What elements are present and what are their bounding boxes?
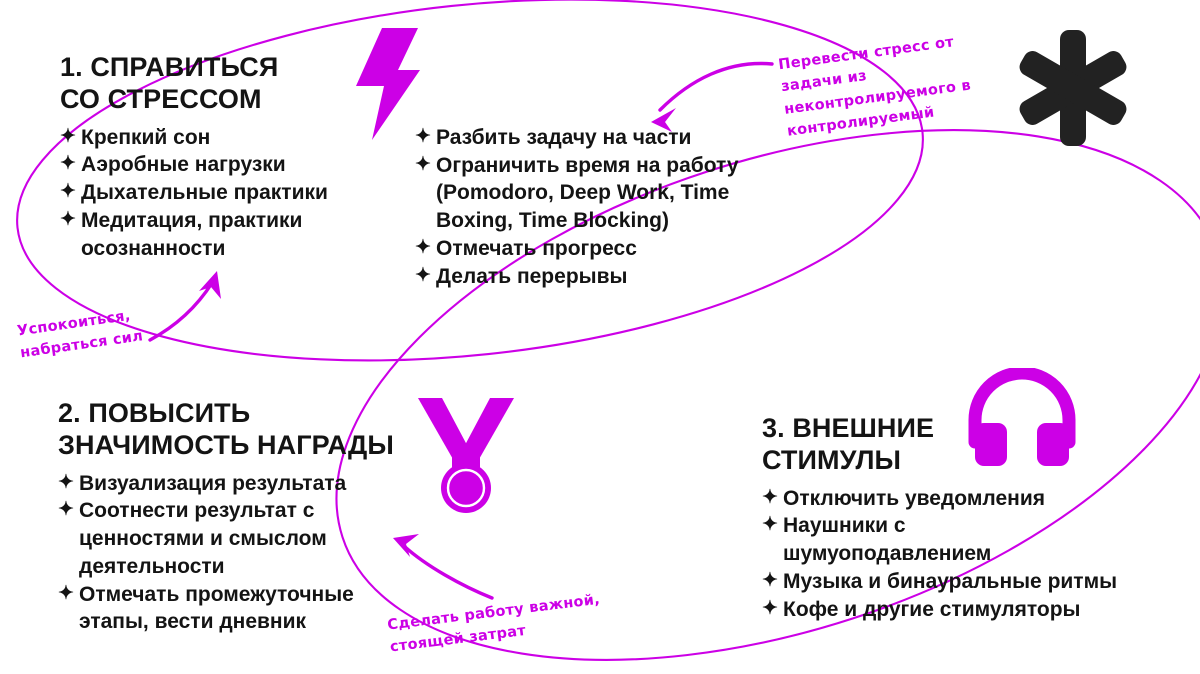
- sparkle-bullet-icon: ✦: [762, 597, 778, 619]
- list-item-label: Отмечать прогресс: [436, 236, 637, 260]
- section-2-bullet-list: ✦ Визуализация результата ✦ Соотнести ре…: [58, 470, 448, 636]
- section-external-stimuli: 3. ВНЕШНИЕ СТИМУЛЫ ✦ Отключить уведомлен…: [762, 413, 1162, 623]
- list-item: ✦ Медитация, практики осознанности: [60, 207, 380, 262]
- arrow-to-task-split: [651, 61, 774, 132]
- sparkle-bullet-icon: ✦: [415, 153, 431, 175]
- annotation-control-stress: Перевести стресс от задачи из неконтроли…: [777, 34, 972, 141]
- sparkle-bullet-icon: ✦: [58, 582, 74, 604]
- list-item-label: Разбить задачу на части: [436, 126, 692, 149]
- list-item: ✦ Крепкий сон: [60, 124, 380, 152]
- list-item: ✦ Наушники с шумуоподавлением: [762, 512, 1162, 567]
- sparkle-bullet-icon: ✦: [58, 499, 74, 521]
- sparkle-bullet-icon: ✦: [60, 153, 76, 175]
- sparkle-bullet-icon: ✦: [415, 236, 431, 258]
- section-1b-bullet-list: ✦ Разбить задачу на части ✦ Ограничить в…: [415, 124, 765, 290]
- list-item-label: Ограничить время на работу (Pomodoro, De…: [436, 153, 739, 233]
- sparkle-bullet-icon: ✦: [415, 264, 431, 286]
- list-item-label: Дыхательные практики: [81, 181, 328, 205]
- list-item-label: Наушники с шумуоподавлением: [783, 514, 992, 566]
- list-item: ✦ Музыка и бинауральные ритмы: [762, 568, 1162, 596]
- sparkle-bullet-icon: ✦: [762, 569, 778, 591]
- list-item-label: Крепкий сон: [81, 125, 211, 149]
- sparkle-bullet-icon: ✦: [60, 181, 76, 203]
- list-item-label: Визуализация результата: [79, 471, 347, 495]
- list-item: ✦ Визуализация результата: [58, 470, 448, 498]
- section-1-title: 1. СПРАВИТЬСЯ СО СТРЕССОМ: [60, 52, 279, 114]
- sparkle-bullet-icon: ✦: [60, 208, 76, 230]
- annotation-calm-down: Успокоиться, набраться сил: [16, 307, 145, 362]
- section-3-title: 3. ВНЕШНИЕ СТИМУЛЫ: [762, 413, 935, 475]
- section-3-bullet-list: ✦ Отключить уведомления ✦ Наушники с шум…: [762, 485, 1162, 624]
- sparkle-bullet-icon: ✦: [58, 471, 74, 493]
- list-item-label: Соотнести результат с ценностями и смысл…: [79, 499, 327, 578]
- sparkle-bullet-icon: ✦: [415, 126, 431, 147]
- section-manage-stress: 1. СПРАВИТЬСЯ СО СТРЕССОМ ✦ Крепкий сон …: [60, 52, 380, 262]
- list-item: ✦ Соотнести результат с ценностями и смы…: [58, 497, 448, 580]
- section-2-title: 2. ПОВЫСИТЬ ЗНАЧИМОСТЬ НАГРАДЫ: [58, 398, 394, 460]
- section-1-bullet-list: ✦ Крепкий сон ✦ Аэробные нагрузки ✦ Дыха…: [60, 124, 380, 263]
- section-increase-reward-value: 2. ПОВЫСИТЬ ЗНАЧИМОСТЬ НАГРАДЫ ✦ Визуали…: [58, 398, 448, 636]
- list-item: ✦ Разбить задачу на части: [415, 124, 765, 152]
- list-item: ✦ Делать перерывы: [415, 263, 765, 291]
- list-item: ✦ Отмечать прогресс: [415, 235, 765, 263]
- list-item: ✦ Кофе и другие стимуляторы: [762, 596, 1162, 624]
- medal-icon: [414, 396, 518, 519]
- section-manage-stress-column-two: ✦ Разбить задачу на части ✦ Ограничить в…: [415, 124, 765, 290]
- list-item: ✦ Ограничить время на работу (Pomodoro, …: [415, 152, 765, 235]
- list-item-label: Медитация, практики осознанности: [81, 208, 303, 260]
- list-item: ✦ Отключить уведомления: [762, 485, 1162, 513]
- lightning-bolt-icon: [356, 28, 420, 145]
- list-item: ✦ Дыхательные практики: [60, 179, 380, 207]
- sparkle-bullet-icon: ✦: [762, 514, 778, 536]
- asterisk-star-icon: [1014, 28, 1132, 153]
- list-item: ✦ Отмечать промежуточные этапы, вести дн…: [58, 581, 448, 636]
- sparkle-bullet-icon: ✦: [762, 486, 778, 508]
- list-item-label: Музыка и бинауральные ритмы: [783, 569, 1118, 593]
- list-item-label: Отмечать промежуточные этапы, вести днев…: [79, 582, 354, 634]
- list-item: ✦ Аэробные нагрузки: [60, 151, 380, 179]
- list-item-label: Аэробные нагрузки: [81, 153, 286, 177]
- list-item-label: Делать перерывы: [436, 264, 628, 288]
- list-item-label: Кофе и другие стимуляторы: [783, 597, 1081, 621]
- list-item-label: Отключить уведомления: [783, 486, 1045, 510]
- headphones-icon: [966, 366, 1078, 473]
- sparkle-bullet-icon: ✦: [60, 125, 76, 147]
